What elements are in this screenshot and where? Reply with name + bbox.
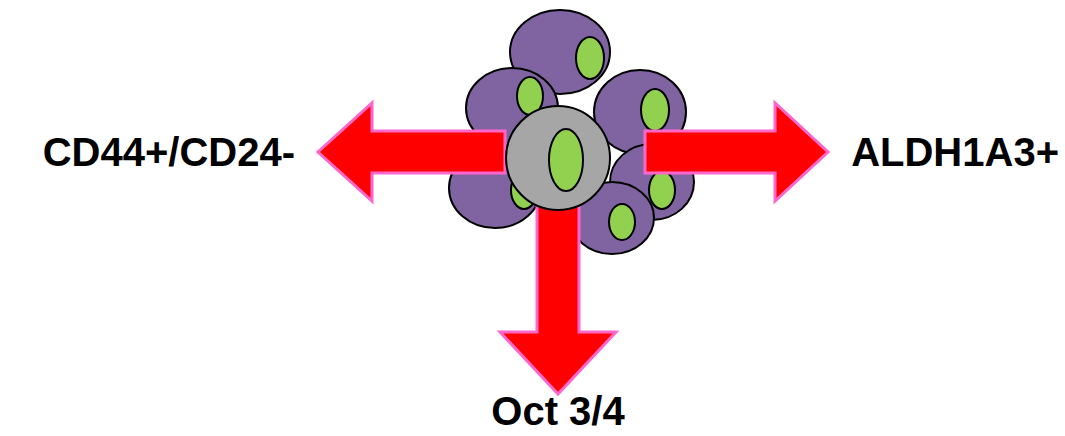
cell-nucleus (576, 37, 604, 79)
cell-nucleus (649, 171, 675, 209)
right-arrow (645, 103, 828, 201)
marker-label: CD44+/CD24- (43, 129, 295, 175)
left-arrow (318, 103, 505, 201)
stem-cell (506, 106, 610, 210)
marker-label: ALDH1A3+ (851, 129, 1059, 175)
down-arrow (500, 205, 616, 394)
stem-cell-nucleus (549, 129, 583, 191)
marker-label: Oct 3/4 (491, 388, 624, 434)
cell-nucleus (641, 89, 669, 131)
red-arrows (318, 103, 828, 394)
cell-nucleus (609, 204, 635, 240)
